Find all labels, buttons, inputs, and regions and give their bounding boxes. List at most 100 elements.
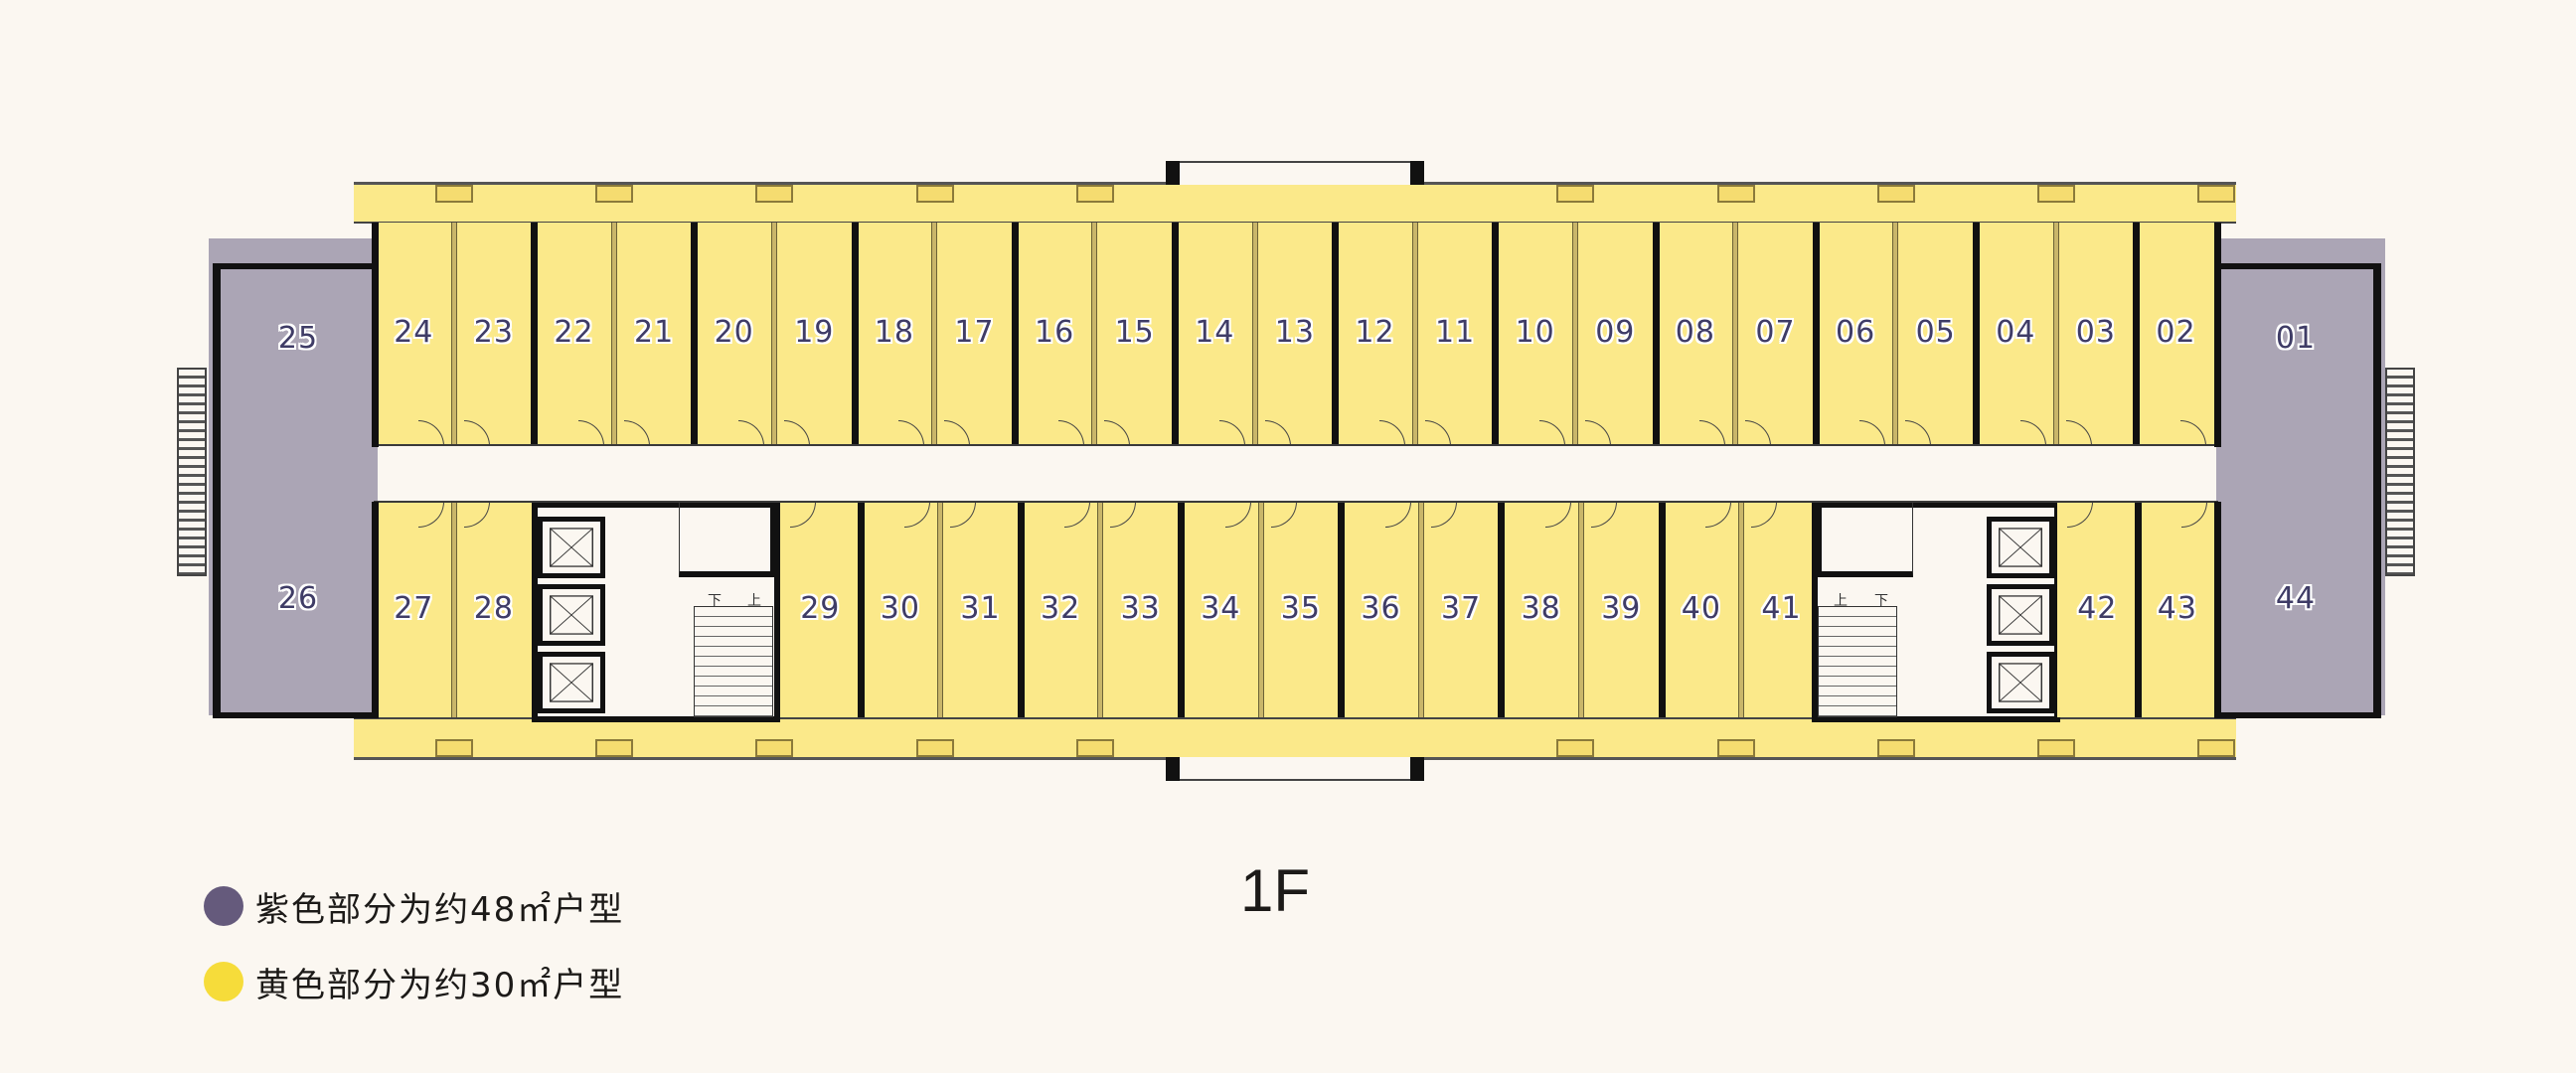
unit-17[interactable]: 17	[934, 223, 1015, 446]
unit-number: 08	[1675, 315, 1715, 350]
unit-number: 43	[2157, 591, 2197, 626]
unit-number: 05	[1915, 315, 1956, 350]
unit-04[interactable]: 04	[1976, 223, 2056, 446]
unit-25[interactable]: 25	[213, 263, 376, 446]
unit-number: 07	[1755, 315, 1796, 350]
elevator-icon	[538, 584, 605, 646]
party-wall	[531, 223, 539, 446]
unit-divider	[1732, 223, 1739, 446]
unit-03[interactable]: 03	[2055, 223, 2137, 446]
pier	[1410, 757, 1424, 781]
pier	[1166, 757, 1180, 781]
planter-icon	[595, 185, 634, 203]
unit-number: 27	[394, 591, 434, 626]
left-stairwell	[694, 606, 773, 717]
unit-number: 44	[2275, 581, 2317, 616]
unit-number: 33	[1120, 591, 1161, 626]
unit-32[interactable]: 32	[1020, 502, 1101, 717]
unit-08[interactable]: 08	[1655, 223, 1736, 446]
unit-44[interactable]: 44	[2218, 502, 2381, 718]
unit-divider	[1738, 502, 1745, 717]
unit-42[interactable]: 42	[2057, 502, 2138, 717]
unit-36[interactable]: 36	[1341, 502, 1421, 717]
planter-icon	[1556, 739, 1595, 757]
planter-icon	[1876, 739, 1915, 757]
unit-16[interactable]: 16	[1014, 223, 1095, 446]
unit-06[interactable]: 06	[1815, 223, 1896, 446]
unit-35[interactable]: 35	[1260, 502, 1342, 717]
unit-43[interactable]: 43	[2137, 502, 2218, 717]
unit-18[interactable]: 18	[854, 223, 935, 446]
unit-11[interactable]: 11	[1414, 223, 1496, 446]
stair-up-label: 上	[747, 593, 761, 609]
unit-26[interactable]: 26	[213, 502, 376, 718]
unit-38[interactable]: 38	[1501, 502, 1581, 717]
unit-39[interactable]: 39	[1581, 502, 1662, 717]
planter-icon	[2037, 185, 2075, 203]
unit-29[interactable]: 29	[780, 502, 861, 717]
unit-19[interactable]: 19	[774, 223, 855, 446]
elevator-icon	[1987, 584, 2054, 646]
unit-divider	[1257, 502, 1264, 717]
unit-34[interactable]: 34	[1181, 502, 1261, 717]
unit-23[interactable]: 23	[453, 223, 535, 446]
unit-number: 31	[960, 591, 1001, 626]
unit-number: 40	[1681, 591, 1721, 626]
unit-27[interactable]: 27	[374, 502, 454, 717]
unit-09[interactable]: 09	[1575, 223, 1656, 446]
planter-icon	[2037, 739, 2075, 757]
left-entrance-lobby	[213, 446, 376, 502]
unit-number: 25	[277, 321, 319, 356]
party-wall	[1492, 223, 1500, 446]
unit-number: 10	[1515, 315, 1555, 350]
unit-02[interactable]: 02	[2136, 223, 2216, 446]
party-wall	[1017, 502, 1025, 717]
unit-number: 41	[1761, 591, 1802, 626]
unit-number: 11	[1435, 315, 1476, 350]
unit-28[interactable]: 28	[453, 502, 535, 717]
unit-number: 39	[1601, 591, 1642, 626]
unit-33[interactable]: 33	[1100, 502, 1181, 717]
unit-21[interactable]: 21	[613, 223, 695, 446]
elevator-icon	[1987, 517, 2054, 578]
top-facade-strip	[354, 182, 2236, 224]
unit-number: 24	[394, 315, 434, 350]
unit-31[interactable]: 31	[940, 502, 1021, 717]
right-entrance-lobby	[2218, 446, 2381, 502]
unit-number: 14	[1195, 315, 1235, 350]
unit-07[interactable]: 07	[1735, 223, 1816, 446]
party-wall	[857, 502, 865, 717]
unit-41[interactable]: 41	[1741, 502, 1822, 717]
party-wall	[1172, 223, 1179, 446]
unit-12[interactable]: 12	[1335, 223, 1415, 446]
unit-divider	[1892, 223, 1899, 446]
legend-item-purple: 紫色部分为约48㎡户型	[204, 881, 624, 931]
planter-icon	[1716, 739, 1755, 757]
unit-22[interactable]: 22	[534, 223, 614, 446]
right-wing-wall	[2214, 502, 2221, 718]
party-wall	[691, 223, 699, 446]
unit-number: 03	[2075, 315, 2116, 350]
elevator-icon	[538, 517, 605, 578]
unit-10[interactable]: 10	[1495, 223, 1575, 446]
unit-30[interactable]: 30	[860, 502, 941, 717]
unit-divider	[1091, 223, 1098, 446]
unit-24[interactable]: 24	[374, 223, 454, 446]
unit-13[interactable]: 13	[1254, 223, 1336, 446]
planter-icon	[1075, 739, 1114, 757]
unit-number: 29	[800, 591, 841, 626]
unit-40[interactable]: 40	[1661, 502, 1742, 717]
unit-01[interactable]: 01	[2218, 263, 2381, 446]
unit-number: 01	[2275, 321, 2317, 356]
unit-number: 26	[277, 581, 319, 616]
unit-05[interactable]: 05	[1895, 223, 1976, 446]
unit-15[interactable]: 15	[1094, 223, 1175, 446]
unit-number: 35	[1280, 591, 1321, 626]
unit-37[interactable]: 37	[1420, 502, 1502, 717]
left-wing-wall	[372, 502, 379, 718]
elevator-icon	[538, 652, 605, 713]
unit-number: 32	[1041, 591, 1081, 626]
unit-20[interactable]: 20	[694, 223, 774, 446]
unit-number: 04	[1996, 315, 2036, 350]
unit-14[interactable]: 14	[1175, 223, 1255, 446]
